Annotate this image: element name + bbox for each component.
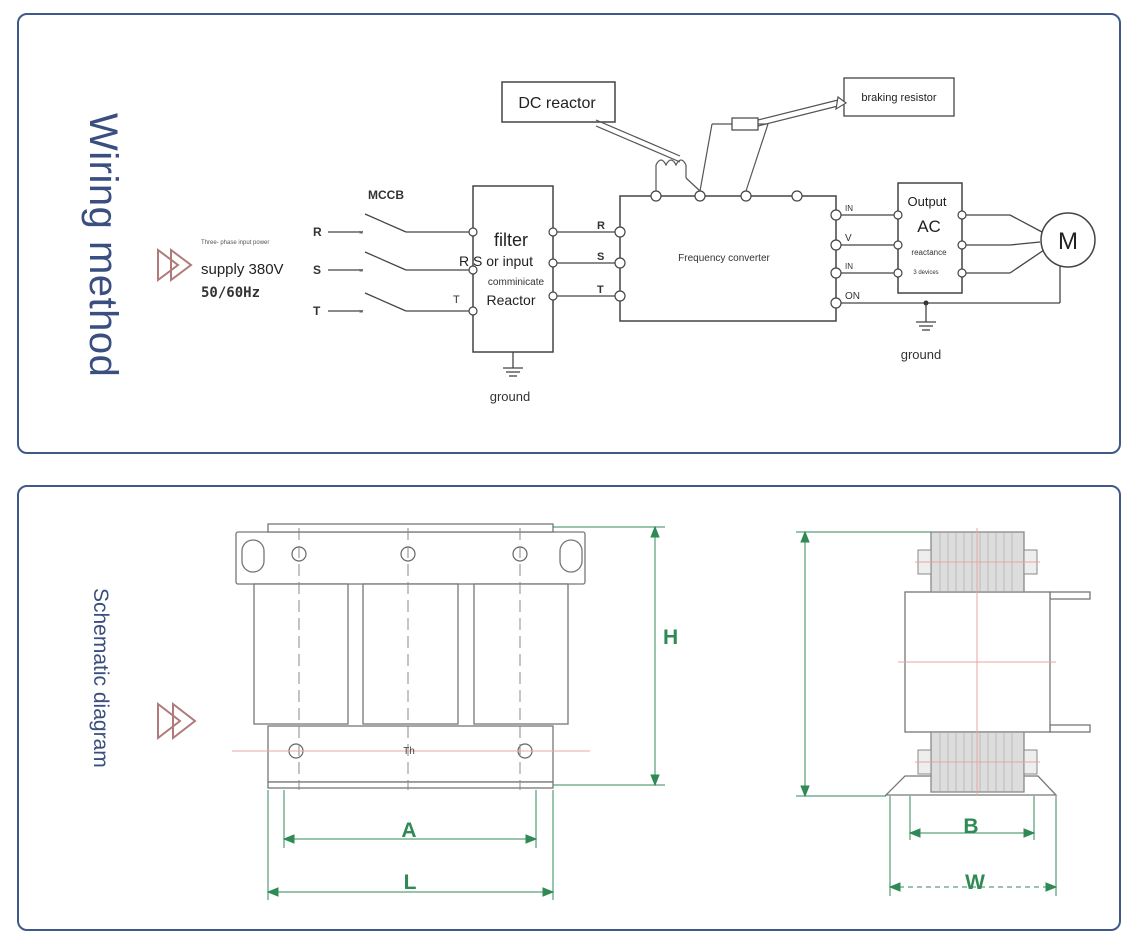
conv-t-label: T	[597, 284, 604, 296]
dc-reactor-box	[501, 81, 616, 123]
braking-resistor-label: braking resistor	[861, 92, 937, 104]
reactor-front-view	[235, 523, 586, 789]
svg-text:×: ×	[359, 309, 363, 316]
conv-out-3: IN	[845, 262, 853, 271]
double-arrow-icon	[157, 701, 197, 741]
output-reactor-box	[897, 182, 963, 294]
power-frequency-label: 50/60Hz	[201, 285, 260, 301]
schematic-title: Schematic diagram	[89, 588, 112, 768]
mccb-label: MCCB	[368, 188, 404, 202]
output-reactor-label-3: reactance	[911, 248, 947, 257]
filter-box	[472, 185, 554, 353]
motor-symbol	[1040, 212, 1096, 268]
filter-label-3: comminicate	[488, 277, 545, 288]
frequency-converter-label: Frequency converter	[678, 253, 770, 264]
dimension-l-label: L	[404, 871, 417, 894]
phase-s-label: S	[313, 263, 321, 277]
dimension-b-label: B	[963, 815, 978, 838]
svg-text:×: ×	[359, 268, 363, 275]
ground-symbol-left	[503, 352, 523, 377]
output-reactor-label-2: AC	[917, 217, 941, 236]
conv-r-label: R	[597, 220, 605, 232]
dimension-a-label: A	[401, 819, 416, 842]
conv-out-1: IN	[845, 204, 853, 213]
conv-out-4: ON	[845, 291, 860, 302]
ground-right-label: ground	[901, 347, 941, 362]
power-small-label: Three- phase input power	[201, 240, 269, 246]
phase-r-label: R	[313, 225, 322, 239]
svg-text:T: T	[453, 294, 460, 306]
dimension-th-label: Th	[403, 746, 415, 757]
filter-label-4: Reactor	[486, 292, 535, 308]
dimension-w-label: W	[965, 871, 985, 894]
double-arrow-icon	[157, 248, 193, 282]
power-supply-label: supply 380V	[201, 261, 284, 278]
mccb-lines	[328, 213, 470, 312]
resistor-symbol	[731, 117, 759, 131]
ground-symbol-right	[916, 303, 936, 331]
filter-label-2: R S or input	[459, 253, 533, 269]
dimension-h-label: H	[663, 626, 678, 649]
phase-t-label: T	[313, 304, 321, 318]
conv-out-2: V	[845, 233, 852, 244]
dc-reactor-label: DC reactor	[518, 95, 596, 112]
conv-s-label: S	[597, 251, 604, 263]
output-reactor-label-1: Output	[907, 194, 946, 209]
ground-left-label: ground	[490, 389, 530, 404]
filter-label-1: filter	[494, 230, 528, 250]
braking-resistor-box	[843, 77, 955, 117]
wiring-title: Wiring method	[81, 113, 125, 378]
output-reactor-label-4: 3 devices	[913, 270, 938, 276]
svg-text:×: ×	[359, 230, 363, 237]
motor-label: M	[1058, 228, 1078, 255]
